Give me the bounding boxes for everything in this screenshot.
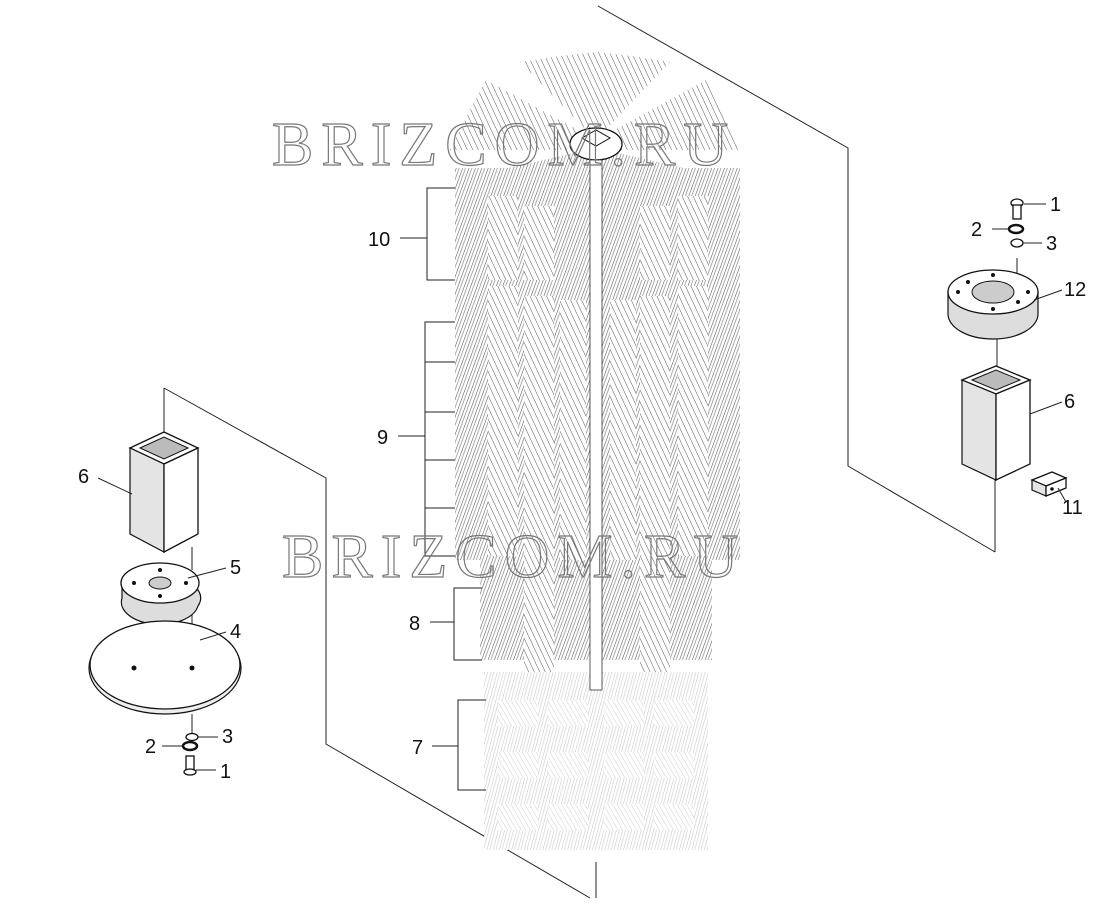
label-part-9: 9 <box>377 427 388 449</box>
square-tube-left <box>128 431 200 554</box>
label-part-10: 10 <box>368 229 390 251</box>
block-right <box>1030 471 1068 497</box>
label-part-8: 8 <box>409 613 420 635</box>
label-part-1-right: 1 <box>1050 194 1061 216</box>
label-part-2-left: 2 <box>145 736 156 758</box>
label-part-3-left: 3 <box>222 726 233 748</box>
label-part-6-left: 6 <box>78 466 89 488</box>
washer-right <box>1007 223 1025 235</box>
brush-shaft <box>589 159 603 691</box>
leader-lines <box>97 187 1067 791</box>
assembly-guide-lines <box>163 5 1018 899</box>
flange-left <box>120 562 202 625</box>
label-part-3-right: 3 <box>1046 233 1057 255</box>
nut-right <box>1010 238 1024 248</box>
square-tube-right <box>960 365 1032 482</box>
left-end-assembly <box>88 431 242 776</box>
label-part-1-left: 1 <box>220 761 231 783</box>
label-part-6-right: 6 <box>1064 391 1075 413</box>
label-part-5: 5 <box>230 557 241 579</box>
watermark-middle: BRIZCOM.RU <box>282 523 746 591</box>
label-part-4: 4 <box>230 621 241 643</box>
label-part-7: 7 <box>412 737 423 759</box>
label-part-11: 11 <box>1062 497 1083 519</box>
bolt-left <box>183 755 197 776</box>
bolt-right <box>1010 198 1024 220</box>
disc-left <box>88 620 242 715</box>
nut-left <box>185 732 199 742</box>
hub-flange-right <box>947 269 1039 340</box>
brush-section-7 <box>484 672 708 850</box>
brush-roller <box>450 52 742 850</box>
washer-left <box>181 740 199 752</box>
label-part-2-right: 2 <box>971 219 982 241</box>
watermark-top: BRIZCOM.RU <box>272 111 736 179</box>
part-labels: 10 9 8 7 6 5 4 3 2 1 1 2 3 12 6 11 <box>78 194 1086 783</box>
right-end-assembly <box>947 198 1068 497</box>
label-part-12: 12 <box>1064 279 1086 301</box>
